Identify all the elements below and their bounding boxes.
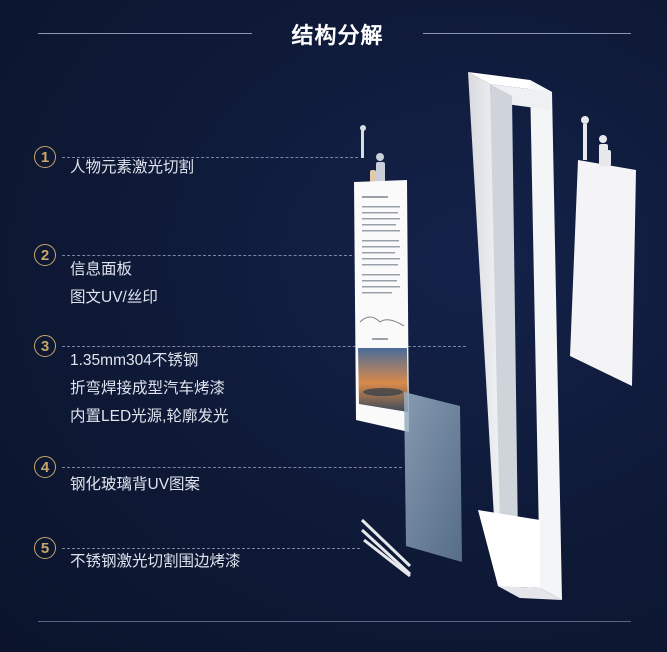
figure-cutouts-left xyxy=(360,125,385,186)
item-3-line-3: 内置LED光源,轮廓发光 xyxy=(70,408,229,425)
item-label-3: 1.35mm304不锈钢 折弯焊接成型汽车烤漆 内置LED光源,轮廓发光 xyxy=(70,347,228,431)
item-4-line-1: 钢化玻璃背UV图案 xyxy=(70,476,201,493)
item-2-line-1: 信息面板 xyxy=(70,261,133,278)
footer-divider xyxy=(38,621,631,622)
leader-line-5 xyxy=(62,548,360,549)
leader-line-2 xyxy=(62,255,352,256)
item-3-line-1: 1.35mm304不锈钢 xyxy=(70,352,199,369)
steel-frame xyxy=(468,72,562,600)
item-3-line-2: 折弯焊接成型汽车烤漆 xyxy=(70,380,226,397)
item-2-line-2: 图文UV/丝印 xyxy=(70,289,158,306)
back-panel xyxy=(570,116,636,386)
edge-strips xyxy=(360,518,412,578)
leader-line-1 xyxy=(62,157,358,158)
item-5-line-1: 不锈钢激光切割围边烤漆 xyxy=(70,553,241,570)
header-divider-left xyxy=(38,33,252,34)
page-title: 结构分解 xyxy=(291,23,384,48)
item-number-1: 1 xyxy=(34,146,56,168)
leader-line-3 xyxy=(62,346,466,347)
glass-panel xyxy=(404,392,462,562)
info-panel xyxy=(354,180,409,432)
item-label-5: 不锈钢激光切割围边烤漆 xyxy=(70,548,241,576)
item-number-5: 5 xyxy=(34,537,56,559)
item-label-4: 钢化玻璃背UV图案 xyxy=(70,471,200,499)
header-divider-right xyxy=(423,33,631,34)
item-number-2: 2 xyxy=(34,244,56,266)
leader-line-4 xyxy=(62,467,402,468)
item-label-2: 信息面板 图文UV/丝印 xyxy=(70,256,158,312)
item-1-line-1: 人物元素激光切割 xyxy=(70,159,195,176)
item-number-4: 4 xyxy=(34,456,56,478)
item-number-3: 3 xyxy=(34,335,56,357)
item-label-1: 人物元素激光切割 xyxy=(70,154,194,182)
